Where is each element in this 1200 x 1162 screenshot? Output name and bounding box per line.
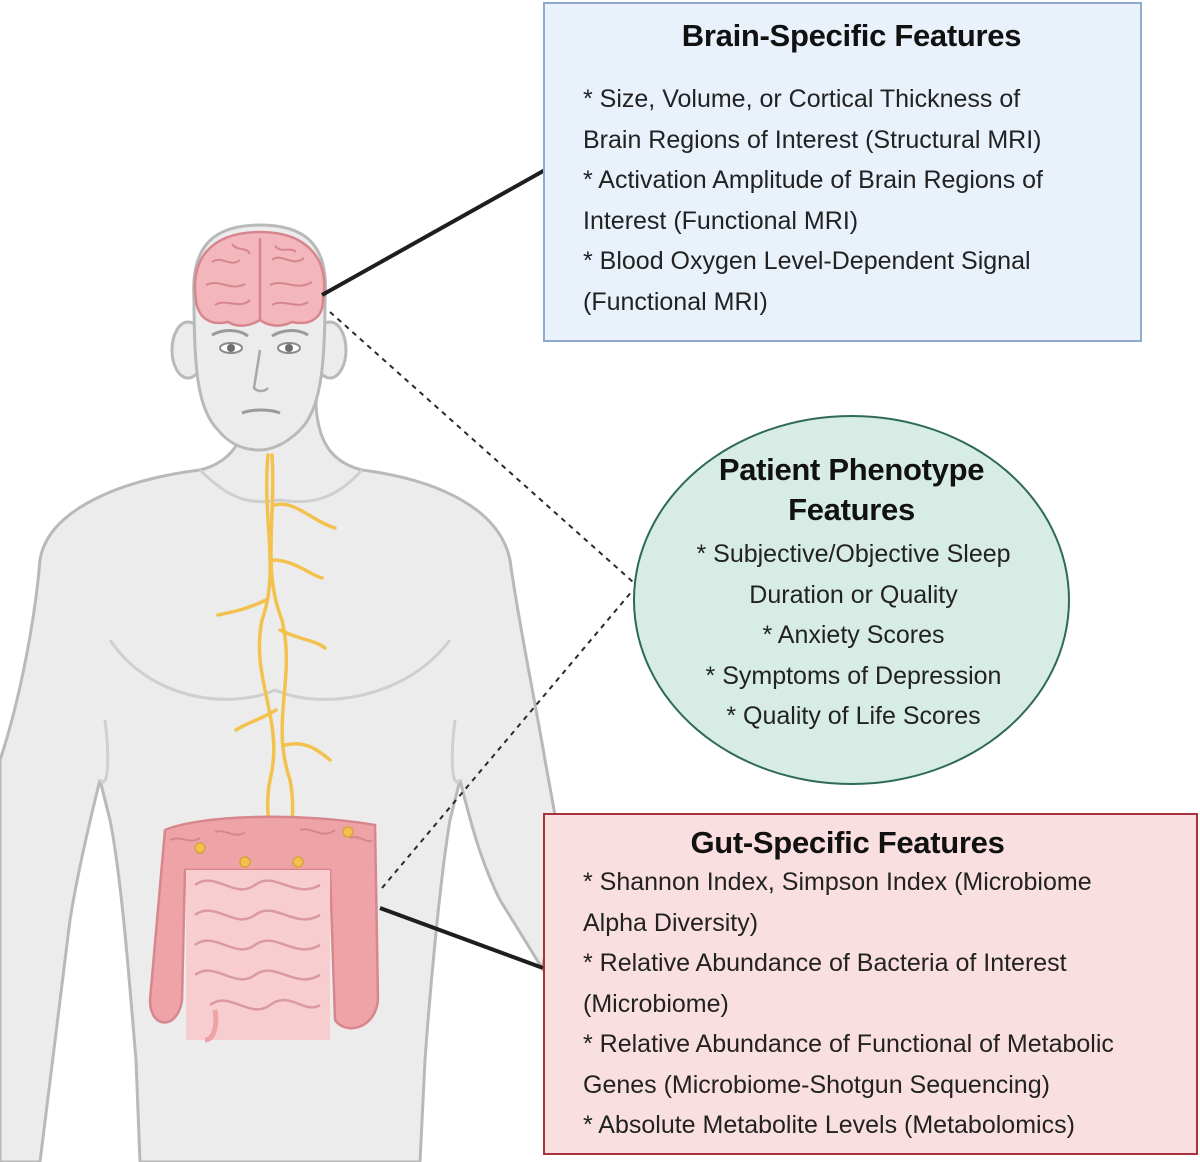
left-pupil xyxy=(227,344,235,352)
phenotype-features-title: Patient Phenotype Features xyxy=(635,450,1068,530)
intestines xyxy=(148,815,380,1043)
right-eyebrow xyxy=(271,329,309,338)
brain-feature-line: * Size, Volume, or Cortical Thickness of xyxy=(583,85,1021,113)
phenotype-title-line: Features xyxy=(788,492,915,527)
phenotype-feature-line: Duration or Quality xyxy=(749,580,958,609)
phenotype-feature-line: * Quality of Life Scores xyxy=(726,702,981,730)
enteric-ganglion xyxy=(292,856,304,868)
phenotype-feature-line: * Anxiety Scores xyxy=(762,621,945,649)
brain-connector-line xyxy=(321,168,546,297)
brain-feature-line: Brain Regions of Interest (Structural MR… xyxy=(583,125,1042,154)
colon-haustra xyxy=(169,828,373,843)
brain-features-title: Brain-Specific Features xyxy=(681,18,1022,53)
arm-line-right xyxy=(450,719,462,784)
mouth xyxy=(241,408,281,415)
nerve-branch xyxy=(234,708,278,732)
chest-line xyxy=(108,639,452,701)
brain-feature-line: Interest (Functional MRI) xyxy=(583,206,859,235)
large-intestine xyxy=(148,815,380,1030)
phenotype-feature-line: * Subjective/Objective Sleep xyxy=(696,540,1011,568)
nose xyxy=(252,349,269,393)
appendix xyxy=(204,1009,219,1043)
gut-feature-line: * Shannon Index, Simpson Index (Microbio… xyxy=(583,868,1092,896)
gut-feature-line: * Absolute Metabolite Levels (Metabolomi… xyxy=(583,1111,1075,1139)
enteric-ganglion xyxy=(239,856,251,868)
brain xyxy=(193,230,326,327)
nerve-branch xyxy=(278,628,327,650)
phenotype-feature-line: * Symptoms of Depression xyxy=(705,661,1002,690)
collarbone-line xyxy=(198,468,364,504)
phenotype-title-line: Patient Phenotype xyxy=(718,452,985,487)
brain-features-list: * Size, Volume, or Cortical Thickness of… xyxy=(583,79,1120,322)
right-pupil xyxy=(285,344,293,352)
phenotype-connector-lower xyxy=(381,589,634,889)
brain-features-box: Brain-Specific Features * Size, Volume, … xyxy=(543,2,1142,342)
small-intestine-loops xyxy=(194,879,321,1011)
nerve-branch xyxy=(216,598,268,617)
phenotype-features-circle: Patient Phenotype Features * Subjective/… xyxy=(633,415,1070,785)
enteric-ganglion xyxy=(194,842,206,854)
gut-feature-line: Alpha Diversity) xyxy=(583,908,759,937)
nerve-branch xyxy=(283,742,332,762)
small-intestine-bg xyxy=(186,870,330,1040)
brain-feature-line: * Activation Amplitude of Brain Regions … xyxy=(583,166,1043,194)
gut-feature-line: * Relative Abundance of Functional of Me… xyxy=(583,1030,1114,1058)
human-body-silhouette xyxy=(0,223,567,1162)
gut-features-title: Gut-Specific Features xyxy=(690,825,1005,860)
brain-feature-line: * Blood Oxygen Level-Dependent Signal xyxy=(583,247,1031,275)
nerve-branch xyxy=(273,502,337,530)
gut-feature-line: Genes (Microbiome-Shotgun Sequencing) xyxy=(583,1070,1050,1099)
phenotype-features-list: * Subjective/Objective Sleep Duration or… xyxy=(635,534,1068,737)
enteric-ganglion xyxy=(342,826,354,838)
nerve-branch xyxy=(270,558,324,580)
gut-connector-line xyxy=(379,906,544,970)
arm-line-left xyxy=(98,719,110,784)
phenotype-connector-upper xyxy=(329,311,634,583)
left-eyebrow xyxy=(211,329,249,338)
gut-features-list: * Shannon Index, Simpson Index (Microbio… xyxy=(583,862,1186,1146)
gut-feature-line: (Microbiome) xyxy=(583,989,729,1018)
gut-features-box: Gut-Specific Features * Shannon Index, S… xyxy=(543,813,1198,1155)
gut-feature-line: * Relative Abundance of Bacteria of Inte… xyxy=(583,949,1067,977)
brain-gyri xyxy=(205,243,313,306)
brain-feature-line: (Functional MRI) xyxy=(583,287,768,316)
